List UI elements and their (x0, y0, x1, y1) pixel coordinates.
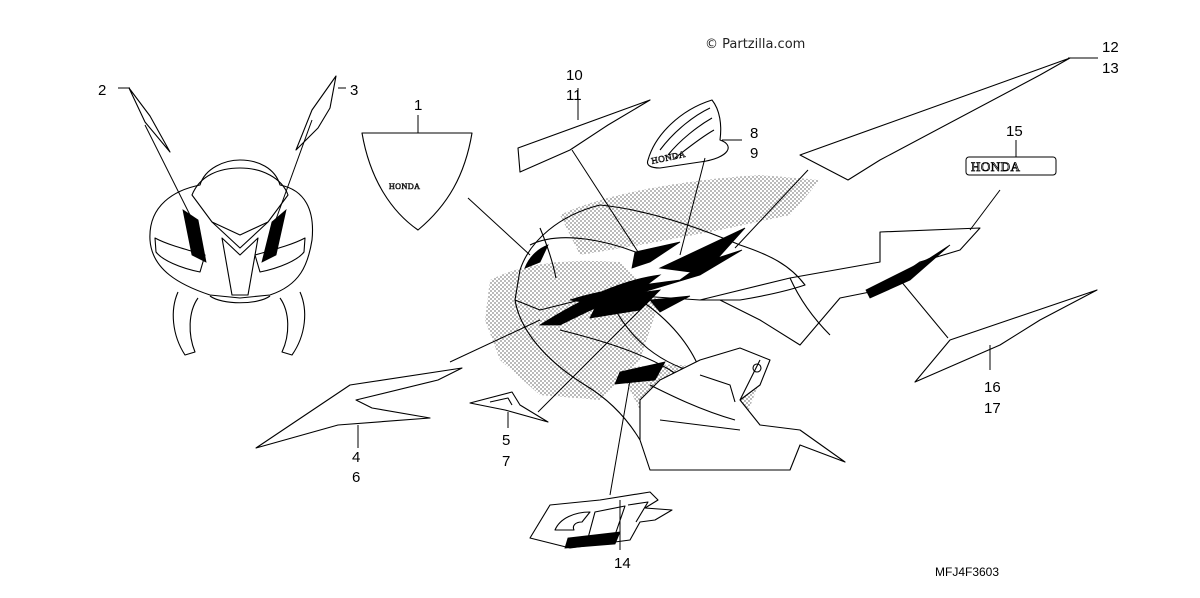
callout-11: 11 (566, 87, 582, 104)
callout-13: 13 (1102, 60, 1119, 77)
diagram-code: MFJ4F3603 (935, 565, 999, 579)
decal-5-7-shape (469, 299, 651, 428)
callout-14: 14 (614, 555, 631, 572)
decal-2-shape (128, 87, 171, 153)
callout-15: 15 (1006, 123, 1023, 140)
decal-10-11-shape (517, 88, 651, 256)
callout-16: 16 (984, 379, 1001, 396)
callout-10: 10 (566, 67, 583, 84)
honda-large-text: HONDA (971, 159, 1021, 174)
callout-7: 7 (502, 453, 510, 470)
front-fairing-view (118, 75, 346, 356)
honda-large-logo: HONDA (965, 140, 1057, 231)
callout-8: 8 (750, 125, 758, 142)
callout-2: 2 (98, 82, 106, 99)
decal-3-shape (295, 75, 337, 151)
callout-5: 5 (502, 432, 510, 449)
decal-4-6-shape (255, 319, 541, 449)
callout-6: 6 (352, 469, 360, 486)
honda-small-logo: HONDA (389, 182, 420, 191)
honda-wing-logo: HONDA (646, 99, 742, 256)
callout-1: 1 (414, 97, 422, 114)
decal-16-17-shape (899, 279, 1098, 383)
callout-3: 3 (350, 82, 358, 99)
decal-1-windscreen: HONDA (361, 115, 531, 256)
callout-12: 12 (1102, 39, 1119, 56)
cbr-badge (529, 379, 673, 550)
decal-12-13-shape (734, 57, 1098, 249)
callout-17: 17 (984, 400, 1001, 417)
callout-4: 4 (352, 449, 360, 466)
callout-9: 9 (750, 145, 758, 162)
watermark-text: © Partzilla.com (705, 37, 805, 52)
side-body-view (485, 175, 981, 471)
